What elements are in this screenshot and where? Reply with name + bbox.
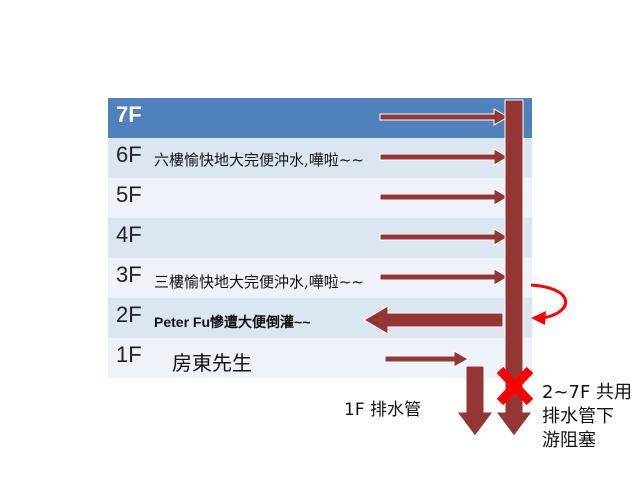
flow-arrow-4f	[379, 228, 510, 246]
blockage-x-icon	[496, 366, 534, 406]
flow-arrow-5f	[379, 188, 510, 206]
pipe-1f-note: 1F 排水管	[344, 400, 421, 420]
curved-backflow-arrow	[530, 283, 568, 320]
floor-label-4f: 4F	[116, 222, 142, 247]
floor-label-2f: 2F	[116, 302, 142, 327]
drain-pipe-1f	[456, 365, 494, 437]
flow-arrow-6f	[379, 148, 510, 166]
floor-label-1f: 1F	[116, 342, 142, 367]
flow-arrow-3f	[379, 268, 510, 286]
floor-desc-2f: Peter Fu慘遭大便倒灌~~	[154, 314, 311, 330]
floor-label-6f: 6F	[116, 142, 142, 167]
backflow-arrow-2f	[363, 305, 504, 335]
floor-label-5f: 5F	[116, 182, 142, 207]
floor-label-7f: 7F	[116, 102, 142, 127]
main-drain-pipe	[495, 99, 533, 437]
blockage-note-line1: 2~7F 共用	[542, 382, 633, 403]
blockage-note: 2~7F 共用 排水管下 游阻塞	[542, 381, 632, 453]
blockage-note-line2: 排水管下	[542, 406, 614, 427]
flow-arrow-1f	[384, 350, 470, 368]
flow-arrow-7f	[379, 108, 510, 126]
floor-row-4f: 4F	[108, 218, 532, 258]
curved-arrow-head	[531, 311, 546, 325]
floor-desc-1f: 房東先生	[172, 351, 252, 375]
floor-label-3f: 3F	[116, 262, 142, 287]
floor-desc-6f: 六樓愉快地大完便沖水,嘩啦~~	[154, 151, 364, 169]
floor-desc-3f: 三樓愉快地大完便沖水,嘩啦~~	[154, 273, 364, 291]
floor-row-2f: 2F Peter Fu慘遭大便倒灌~~	[108, 298, 532, 338]
blockage-note-line3: 游阻塞	[542, 430, 596, 451]
